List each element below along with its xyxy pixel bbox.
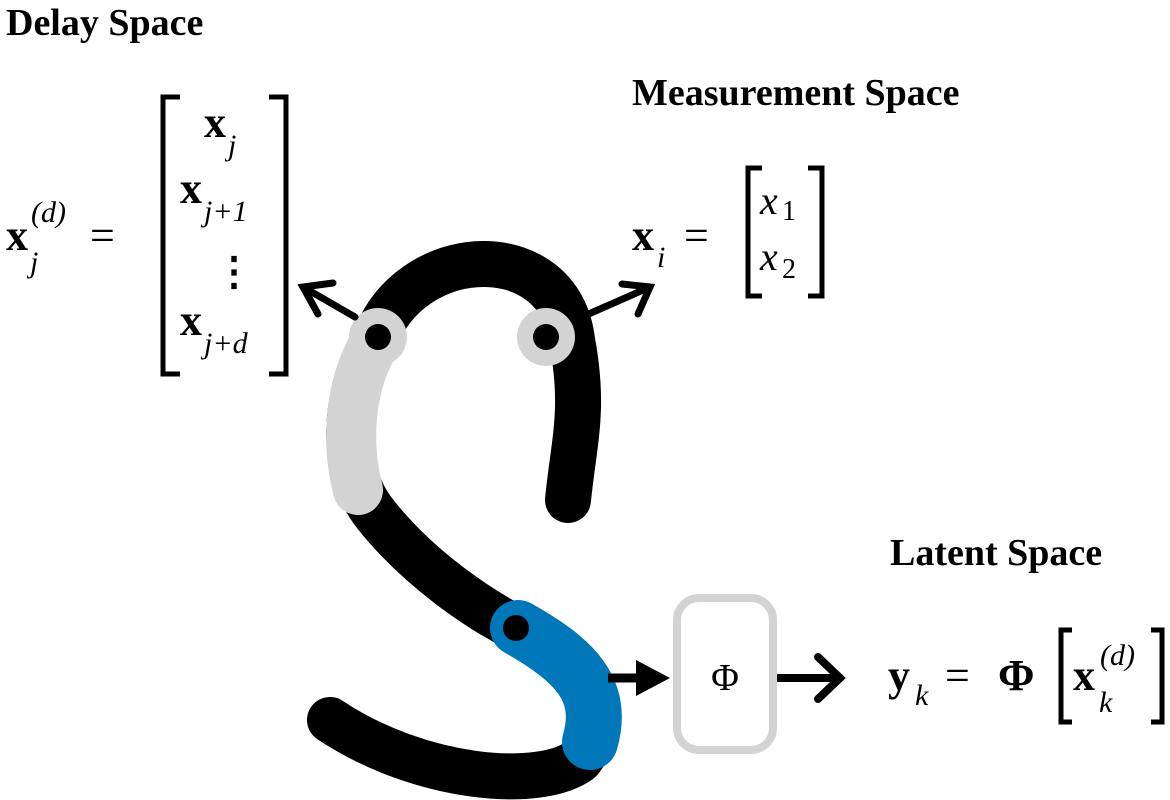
delay-row-1-sub: j <box>224 129 236 162</box>
delay-right-bracket <box>269 94 289 377</box>
measurement-lhs-sub: i <box>657 241 665 274</box>
latent-lhs-sub: k <box>915 679 929 712</box>
measurement-right-bracket <box>808 165 825 299</box>
measurement-point-marker <box>517 308 575 366</box>
latent-right-bracket <box>1151 627 1165 725</box>
latent-left-bracket <box>1058 627 1072 725</box>
measurement-left-bracket <box>745 165 762 299</box>
latent-arg-base: x <box>1073 651 1095 700</box>
delay-lhs-base: x <box>6 211 28 260</box>
delay-left-bracket <box>160 94 180 377</box>
latent-arg-sub: k <box>1099 686 1113 719</box>
delay-row-3-base: x <box>180 296 202 345</box>
delay-lhs-sup: (d) <box>31 196 66 229</box>
delay-equals: = <box>90 211 115 260</box>
from-phi-arrow <box>774 653 846 703</box>
measurement-row-1-base: x <box>759 178 778 223</box>
delay-equation: x j (d) = x j x j+1 ⋮ x j+d <box>6 94 289 377</box>
to-phi-arrow <box>608 660 670 696</box>
delay-lhs-sub: j <box>26 246 38 279</box>
delay-row-1-base: x <box>204 98 226 147</box>
measurement-equals: = <box>684 211 709 260</box>
measurement-row-2-base: x <box>759 234 778 279</box>
latent-lhs-base: y <box>888 651 910 700</box>
measurement-arrow <box>571 280 656 324</box>
delay-point-marker <box>349 308 407 366</box>
phi-box-label: Φ <box>711 657 739 699</box>
measurement-equation: x i = x 1 x 2 <box>632 165 825 299</box>
delay-row-3-sub: j+d <box>200 327 249 360</box>
latent-window-highlight <box>490 600 622 770</box>
delay-row-2-base: x <box>180 164 202 213</box>
latent-equals: = <box>945 651 970 700</box>
delay-space-heading: Delay Space <box>6 2 203 44</box>
measurement-space-heading: Measurement Space <box>632 72 960 114</box>
phi-box <box>673 594 777 754</box>
delay-vdots: ⋮ <box>214 249 254 294</box>
measurement-lhs-base: x <box>632 211 654 260</box>
delay-arrow <box>297 279 359 321</box>
measurement-row-2-sub: 2 <box>782 254 796 285</box>
latent-equation: y k = Φ x k (d) <box>888 627 1165 725</box>
latent-phi: Φ <box>998 651 1034 700</box>
measurement-row-1-sub: 1 <box>782 196 796 227</box>
delay-row-2-sub: j+1 <box>200 195 248 228</box>
latent-point-marker <box>503 615 529 641</box>
latent-arg-sup: (d) <box>1100 639 1135 672</box>
latent-space-heading: Latent Space <box>890 532 1102 574</box>
